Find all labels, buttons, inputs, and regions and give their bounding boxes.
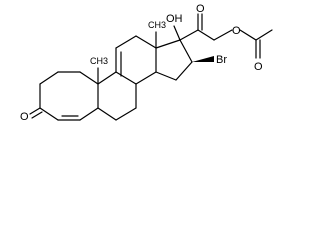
side-chain bbox=[179, 13, 273, 59]
c3-ketone-o-label: O bbox=[20, 111, 29, 123]
ester-o-label: O bbox=[232, 25, 241, 37]
bromine-label: Br bbox=[216, 54, 227, 66]
hydroxyl-label: OH bbox=[166, 13, 183, 25]
molecule-diagram: O OH O O O Br CH3 CH3 bbox=[20, 3, 273, 129]
acetyl-o-label: O bbox=[254, 61, 263, 73]
ring-c bbox=[115, 35, 157, 85]
c13-methyl-label: CH3 bbox=[148, 20, 166, 30]
ring-a-clean bbox=[39, 71, 99, 121]
c10-methyl-label: CH3 bbox=[90, 56, 108, 66]
ring-b bbox=[97, 71, 137, 121]
ring-d bbox=[155, 39, 193, 81]
hydroxyl-bond bbox=[173, 25, 181, 41]
c3-ketone bbox=[29, 107, 43, 119]
bromine-wedge bbox=[192, 56, 214, 62]
side-chain-ketone-o-label: O bbox=[196, 3, 205, 15]
